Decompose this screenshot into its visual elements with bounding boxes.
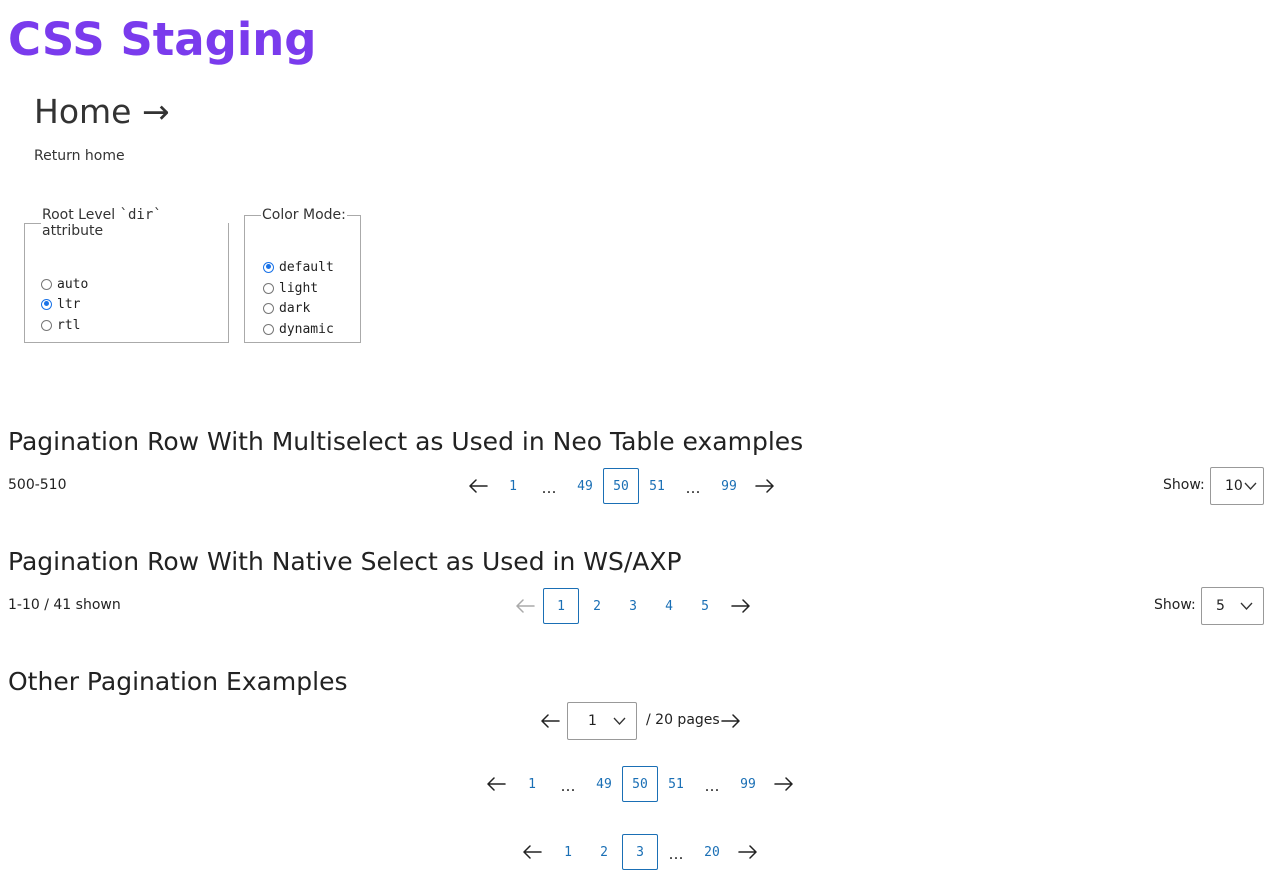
page-button[interactable]: 51 (668, 776, 684, 792)
rows-per-page-native-select[interactable]: 5 (1201, 587, 1264, 625)
pagination-ellipsis: … (685, 479, 701, 497)
dir-attribute-fieldset: Root Level `dir` attribute auto ltr rtl (24, 207, 229, 343)
select-value: 5 (1216, 598, 1225, 614)
section-heading-other: Other Pagination Examples (8, 667, 348, 696)
arrow-right-icon (755, 479, 774, 493)
page-button[interactable]: 49 (596, 776, 612, 792)
page-button[interactable]: 99 (721, 478, 737, 494)
next-page-button[interactable] (723, 588, 759, 624)
dir-option-rtl[interactable]: rtl (41, 315, 80, 335)
page-button-current[interactable]: 50 (603, 468, 639, 504)
color-option-dark[interactable]: dark (263, 298, 310, 318)
dir-option-label: rtl (57, 317, 81, 333)
show-label: Show: (1154, 597, 1196, 613)
range-text: 1-10 / 41 shown (8, 597, 121, 613)
section-heading-native-select: Pagination Row With Native Select as Use… (8, 547, 682, 576)
return-home-link[interactable]: Return home (34, 148, 125, 164)
color-option-dynamic[interactable]: dynamic (263, 319, 334, 339)
chevron-down-icon (1240, 602, 1253, 610)
site-title: CSS Staging (8, 13, 317, 66)
color-option-label: default (279, 259, 334, 275)
prev-page-button[interactable] (460, 468, 496, 504)
color-option-default[interactable]: default (263, 257, 334, 277)
next-page-button[interactable] (730, 834, 766, 870)
arrow-left-icon (516, 599, 535, 613)
page-button[interactable]: 49 (577, 478, 593, 494)
page-button[interactable]: 1 (564, 844, 572, 860)
dir-option-auto[interactable]: auto (41, 274, 88, 294)
radio-light[interactable] (263, 282, 274, 294)
range-text: 500-510 (8, 477, 67, 493)
arrow-right-icon (738, 845, 757, 859)
page-button[interactable]: 2 (593, 598, 601, 614)
page-button[interactable]: 5 (701, 598, 709, 614)
pagination-ellipsis: … (541, 479, 557, 497)
arrow-right-icon (731, 599, 750, 613)
page-button[interactable]: 4 (665, 598, 673, 614)
radio-ltr[interactable] (41, 298, 52, 310)
radio-auto[interactable] (41, 278, 52, 290)
color-option-label: light (279, 280, 319, 296)
color-option-label: dynamic (279, 321, 334, 337)
page-button[interactable]: 51 (649, 478, 665, 494)
radio-dynamic[interactable] (263, 323, 274, 335)
page-button[interactable]: 2 (600, 844, 608, 860)
color-option-light[interactable]: light (263, 278, 318, 298)
color-mode-fieldset: Color Mode: default light dark dynamic (244, 207, 361, 343)
dir-option-label: auto (57, 276, 89, 292)
page-number-select[interactable]: 1 (567, 702, 637, 740)
page-button[interactable]: 1 (528, 776, 536, 792)
next-page-button[interactable] (766, 766, 802, 802)
radio-dark[interactable] (263, 302, 274, 314)
page-title: Home → (34, 92, 170, 131)
radio-default[interactable] (263, 261, 274, 273)
dir-option-ltr[interactable]: ltr (41, 294, 80, 314)
page-button[interactable]: 99 (740, 776, 756, 792)
dir-attribute-legend: Root Level `dir` attribute (42, 207, 162, 239)
page-button[interactable]: 1 (509, 478, 517, 494)
page-button-current[interactable]: 3 (622, 834, 658, 870)
prev-page-button-disabled[interactable] (507, 588, 543, 624)
arrow-left-icon (487, 777, 506, 791)
select-value: 10 (1225, 478, 1243, 494)
select-value: 1 (588, 713, 597, 729)
arrow-left-icon (523, 845, 542, 859)
arrow-left-icon (469, 479, 488, 493)
pagination-ellipsis: … (668, 845, 684, 863)
page-button-current[interactable]: 1 (543, 588, 579, 624)
color-mode-legend: Color Mode: (262, 207, 346, 223)
pagination-ellipsis: … (560, 777, 576, 795)
show-label: Show: (1163, 477, 1205, 493)
prev-page-button[interactable] (532, 703, 568, 739)
prev-page-button[interactable] (514, 834, 550, 870)
section-heading-neo-table: Pagination Row With Multiselect as Used … (8, 427, 804, 456)
next-page-button[interactable] (747, 468, 783, 504)
arrow-right-icon (721, 714, 740, 728)
page-button-current[interactable]: 50 (622, 766, 658, 802)
page-button[interactable]: 3 (629, 598, 637, 614)
chevron-down-icon (613, 717, 626, 725)
prev-page-button[interactable] (478, 766, 514, 802)
next-page-button[interactable] (713, 703, 749, 739)
color-option-label: dark (279, 300, 311, 316)
rows-per-page-multiselect[interactable]: 10 (1210, 467, 1264, 505)
dir-option-label: ltr (57, 296, 81, 312)
pagination-ellipsis: … (704, 777, 720, 795)
radio-rtl[interactable] (41, 319, 52, 331)
arrow-left-icon (541, 714, 560, 728)
page-button[interactable]: 20 (704, 844, 720, 860)
total-pages-text: / 20 pages (646, 712, 720, 728)
arrow-right-icon (774, 777, 793, 791)
chevron-down-icon (1244, 482, 1257, 490)
